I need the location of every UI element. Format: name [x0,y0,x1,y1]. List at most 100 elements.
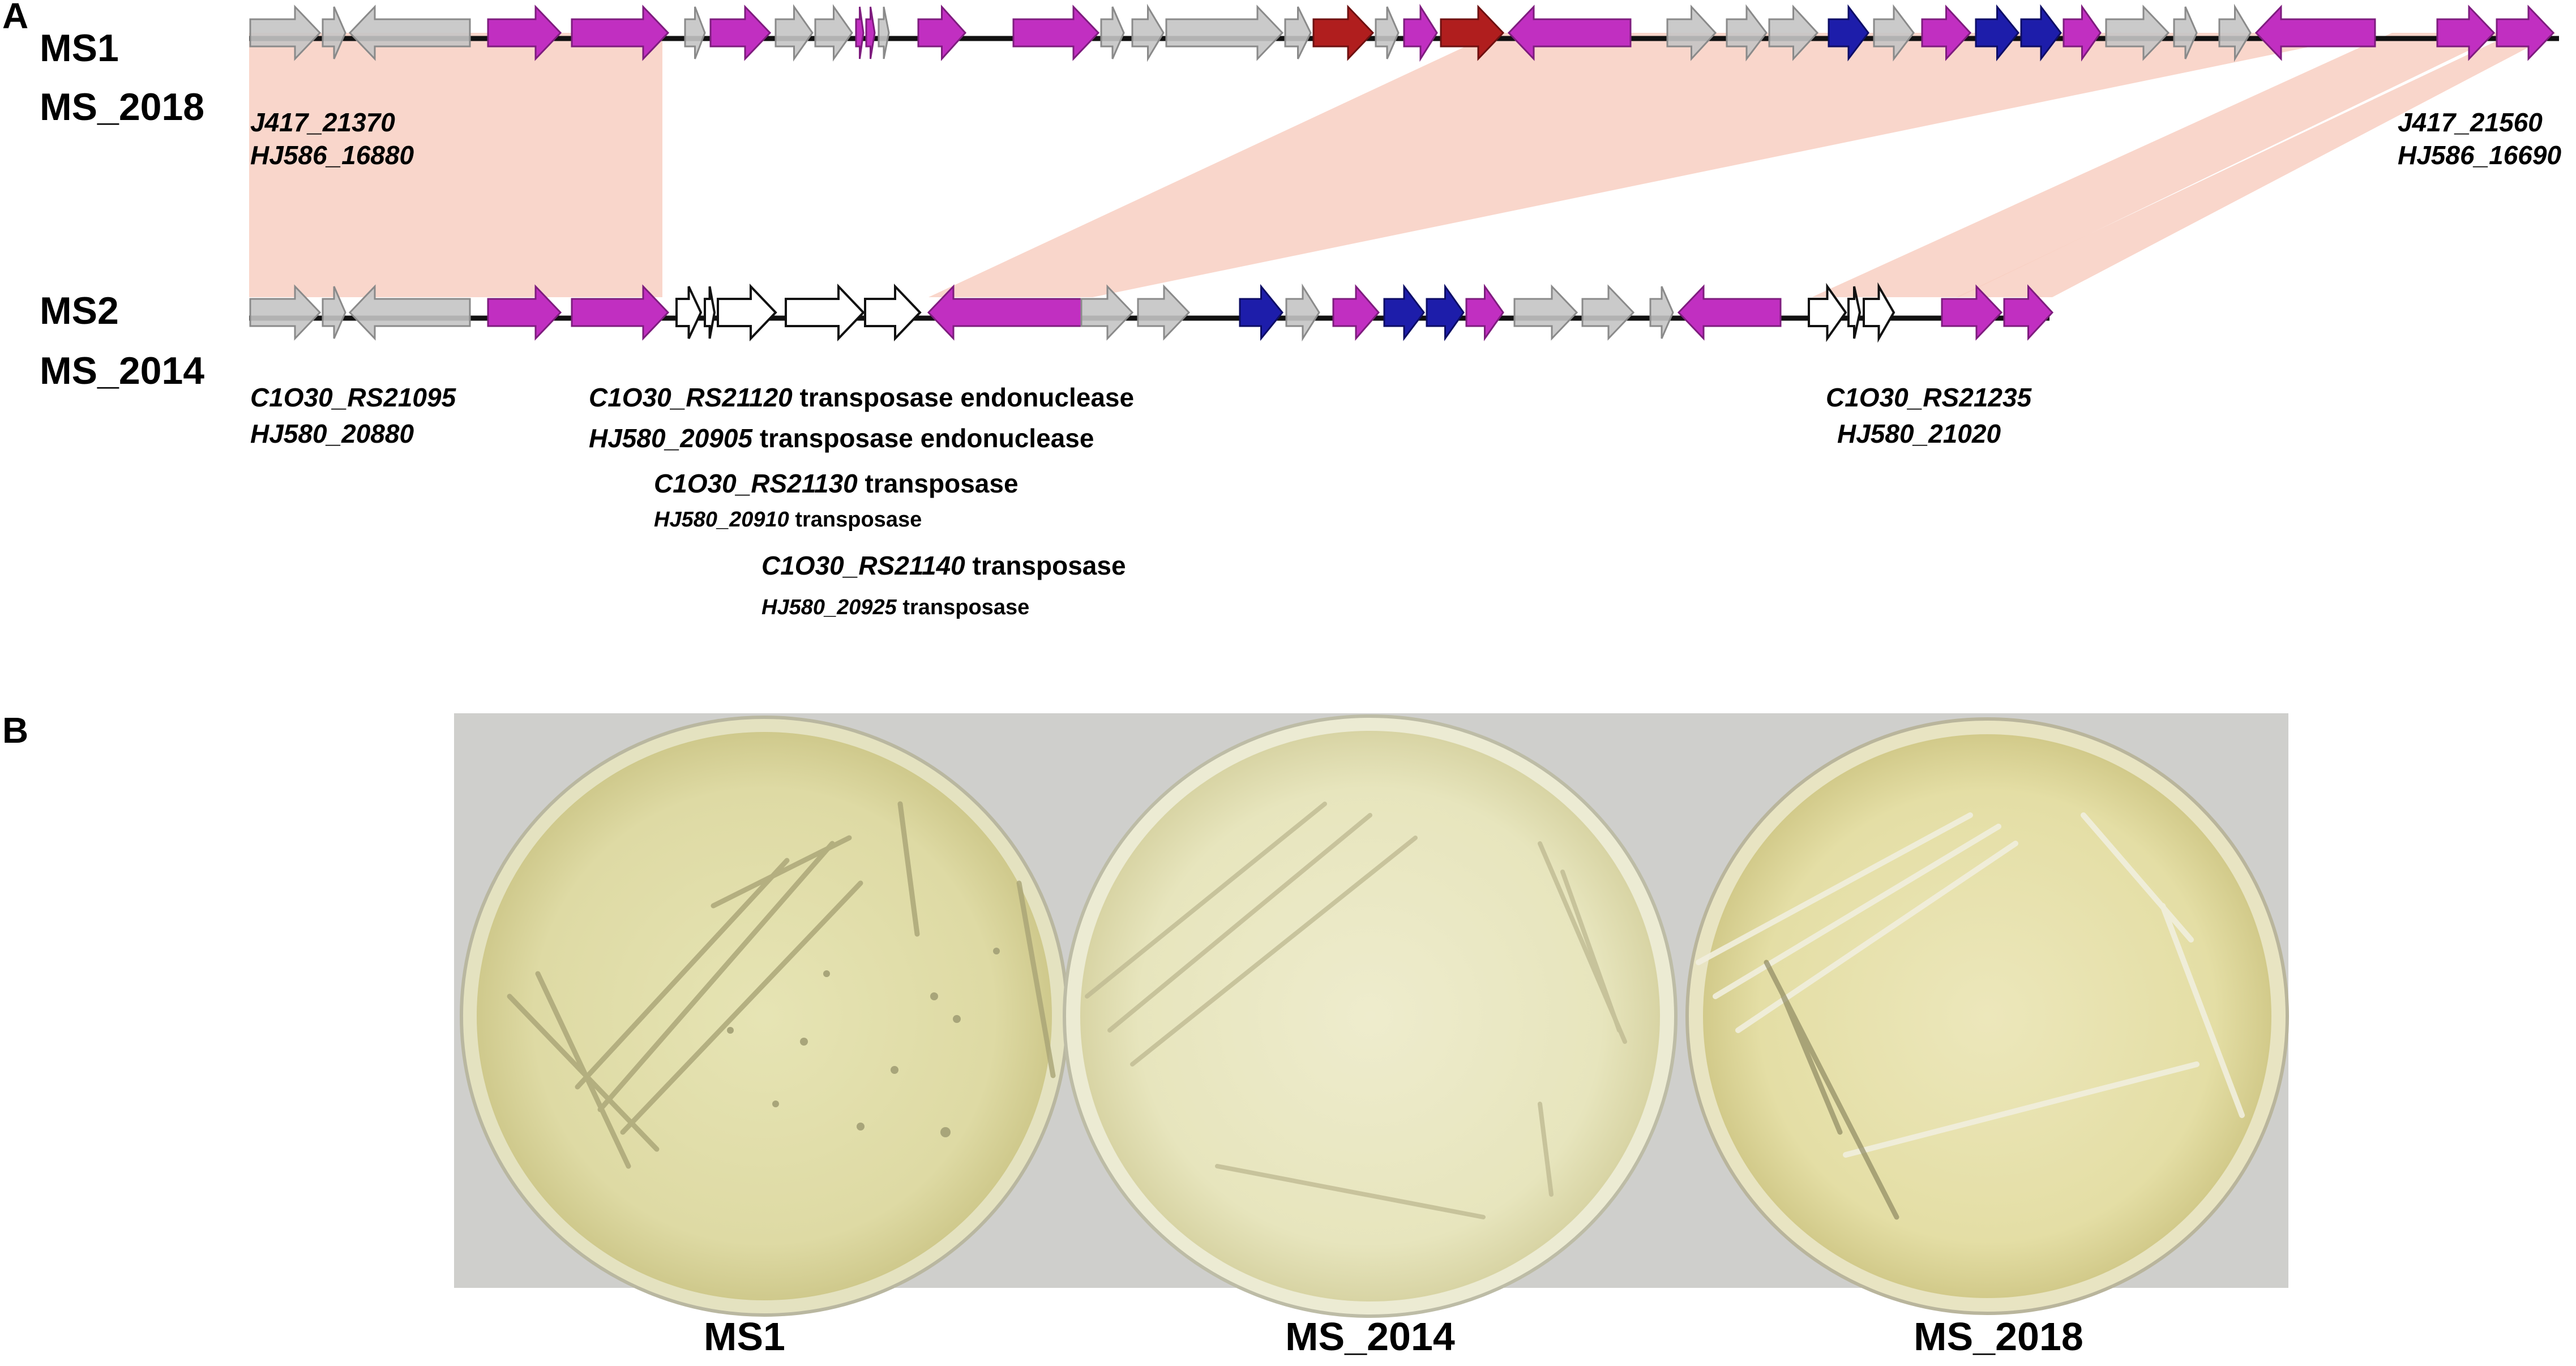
gene-arrow-t1-34 [2173,6,2198,59]
gene-label-top-right-1: J417_21560 [2398,108,2543,137]
gene-arrow-t1-38 [2496,5,2555,61]
gene-arrow-t1-16 [1131,3,1165,62]
gene-arrow-t1-13 [917,5,967,61]
transposase-label-6: HJ580_20925 transposase [761,596,1029,619]
gene-arrow-t2-16 [1332,284,1380,341]
gene-arrow-t1-20 [1375,6,1400,59]
gene-arrow-t1-19 [1312,5,1375,61]
track-2-name: MS2 [40,289,119,332]
track-2-genes [249,282,2054,343]
gene-arrow-t2-11 [927,284,1082,341]
transposase-label-3: C1O30_RS21130 transposase [654,469,1019,498]
gene-arrow-t2-21 [1581,284,1635,341]
transposase-label-3-id: C1O30_RS21130 [654,469,858,498]
gene-arrow-t1-29 [1921,5,1972,61]
transposase-label-5-id: C1O30_RS21140 [761,551,965,580]
gene-arrow-t2-5 [571,284,670,341]
transposase-label-5-desc: transposase [965,551,1126,580]
transposase-label-1: C1O30_RS21120 transposase endonuclease [589,383,1134,412]
gene-arrow-t1-6 [684,6,706,59]
gene-arrow-t1-21 [1403,3,1438,62]
transposase-label-2-id: HJ580_20905 [589,423,753,453]
plate-caption-ms2014: MS_2014 [1285,1314,1455,1359]
gene-arrow-t1-1 [249,5,322,61]
colony-dots-ms1 [727,948,1000,1137]
track-2-subname: MS_2014 [40,349,204,392]
gene-arrow-t2-1 [249,284,322,341]
gene-arrow-t1-2 [322,6,346,59]
transposase-label-4-desc: transposase [789,508,922,532]
transposase-label-5: C1O30_RS21140 transposase [761,551,1126,580]
synteny-block-1 [249,33,662,297]
gene-arrow-t2-8 [717,284,777,341]
gene-arrow-t1-27 [1828,4,1869,62]
gene-arrow-t1-15 [1100,6,1125,59]
transposase-label-3-desc: transposase [858,469,1019,498]
synteny-block-3 [1812,33,2505,297]
gene-arrow-t1-4 [487,5,562,61]
gene-arrow-t1-25 [1726,4,1768,62]
synteny-block-2 [928,33,2378,297]
synteny-block-4 [1956,33,2556,297]
gene-label-bottom-left-1: C1O30_RS21095 [250,383,457,412]
track-1-name: MS1 [40,27,119,70]
gene-arrow-t1-37 [2436,5,2496,61]
transposase-label-1-id: C1O30_RS21120 [589,383,793,412]
panel-a-letter: A [2,0,28,36]
gene-label-top-left-1: J417_21370 [250,108,395,137]
gene-arrow-t2-7 [704,286,716,339]
gene-arrow-t2-6 [675,286,703,339]
gene-arrow-t1-9 [814,4,853,62]
transposase-label-1-desc: transposase endonuclease [793,383,1134,412]
gene-arrow-t2-10 [864,284,922,341]
gene-arrow-t1-10 [855,6,865,59]
gene-arrow-t2-25 [1847,286,1862,339]
gene-arrow-t1-23 [1507,5,1632,61]
gene-arrow-t1-30 [1975,4,2019,62]
gene-arrow-t2-9 [785,284,865,341]
gene-arrow-t1-7 [709,5,772,61]
gene-arrow-t1-14 [1012,5,1100,61]
track-1-genes [249,3,2555,62]
plates-photo [454,713,2289,1318]
gene-label-bottom-right-2: HJ580_21020 [1837,419,2001,448]
gene-arrow-t1-28 [1873,4,1915,62]
gene-arrow-t1-18 [1284,6,1312,59]
bacterial-streaks-ms1 [507,801,1056,1169]
gene-arrow-t2-27 [1941,284,2003,341]
transposase-label-6-id: HJ580_20925 [761,596,897,619]
gene-arrow-t1-11 [865,6,876,59]
gene-arrow-t2-28 [2003,284,2054,341]
gene-arrow-t2-15 [1285,283,1320,342]
gene-arrow-t1-32 [2062,4,2102,62]
gene-arrow-t2-22 [1649,286,1674,339]
panel-b-letter: B [2,710,28,751]
gene-label-top-left-2: HJ586_16880 [250,140,414,170]
gene-arrow-t1-5 [571,5,670,61]
dark-streaks-ms2018 [1764,960,1899,1220]
gene-arrow-t1-33 [2105,5,2170,61]
gene-arrow-t2-24 [1808,282,1847,342]
gene-arrow-t1-36 [2254,5,2376,61]
gene-arrow-t2-19 [1465,284,1504,341]
gene-arrow-t2-20 [1513,284,1578,341]
gene-arrow-t2-14 [1239,284,1283,341]
plate-caption-ms2018: MS_2018 [1914,1314,2083,1359]
gene-arrow-t2-2 [322,286,346,339]
gene-arrow-t2-12 [1080,284,1134,341]
gene-arrow-t2-3 [348,284,471,341]
bacterial-streaks-ms2014 [1085,802,1627,1219]
gene-arrow-t1-22 [1440,5,1505,61]
gene-arrow-t1-3 [348,5,471,61]
agar-plate-ms2018 [1685,717,2289,1315]
gene-arrow-t1-35 [2218,3,2252,62]
transposase-label-2-desc: transposase endonuclease [752,423,1094,453]
gene-arrow-t2-4 [487,284,562,341]
plate-caption-ms1: MS1 [704,1314,785,1359]
agar-plate-ms2014 [1063,714,1678,1318]
transposase-label-4: HJ580_20910 transposase [654,508,922,532]
gene-arrow-t2-13 [1137,284,1191,341]
gene-arrow-t2-18 [1426,284,1465,341]
transposase-label-4-id: HJ580_20910 [654,508,789,532]
